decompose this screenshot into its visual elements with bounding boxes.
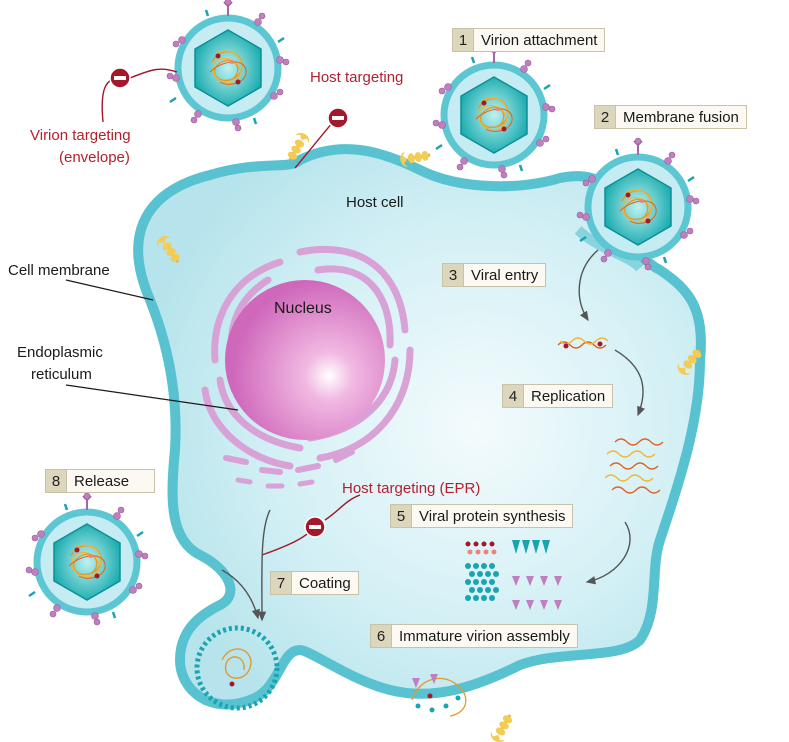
step-number: 8	[46, 470, 67, 492]
nucleus-label: Nucleus	[274, 300, 332, 317]
step-number: 3	[443, 264, 464, 286]
inhibitor-icon	[327, 107, 349, 129]
host-receptor-icon	[486, 709, 519, 742]
coating-vesicle	[194, 625, 280, 711]
immature-virion	[411, 674, 467, 717]
step-label: Immature virion assembly	[399, 627, 570, 645]
inhibitor-icon	[304, 516, 326, 538]
step-number: 2	[595, 106, 616, 128]
er-label-line2: reticulum	[31, 366, 92, 383]
virion-icon-release	[26, 493, 148, 625]
virion-icon-attachment	[433, 46, 555, 178]
nucleus	[225, 280, 385, 440]
replicated-rna	[604, 438, 664, 494]
step-1-virion-attachment: 1 Virion attachment	[452, 28, 606, 52]
step-7-coating: 7 Coating	[270, 571, 359, 595]
step-8-release: 8 Release	[45, 469, 155, 493]
host-targeting-label: Host targeting	[310, 69, 404, 86]
viral-proteins	[465, 540, 562, 610]
step-4-replication: 4 Replication	[502, 384, 614, 408]
step-label: Virion attachment	[481, 31, 598, 49]
virion-targeting-label-line2: (envelope)	[59, 149, 130, 166]
step-label: Replication	[531, 387, 606, 405]
step-label: Viral protein synthesis	[419, 507, 566, 525]
step-number: 6	[371, 625, 392, 647]
step-label: Coating	[299, 574, 351, 592]
host-cell-label: Host cell	[346, 194, 404, 211]
step-number: 4	[503, 385, 524, 407]
host-targeting-epr-label: Host targeting (EPR)	[342, 480, 481, 497]
step-number: 7	[271, 572, 292, 594]
virion-targeting-label-line1: Virion targeting	[30, 127, 131, 144]
viral-rna	[557, 337, 609, 349]
inhibitor-icon	[109, 67, 131, 89]
step-label: Membrane fusion	[623, 108, 739, 126]
cell-membrane-label: Cell membrane	[8, 262, 110, 279]
step-3-viral-entry: 3 Viral entry	[442, 263, 547, 287]
step-number: 5	[391, 505, 412, 527]
er-label-line1: Endoplasmic	[17, 344, 103, 361]
virion-icon-top	[167, 0, 289, 131]
step-number: 1	[453, 29, 474, 51]
step-label: Viral entry	[471, 266, 539, 284]
step-label: Release	[74, 472, 130, 490]
step-5-viral-protein-synthesis: 5 Viral protein synthesis	[390, 504, 574, 528]
step-6-immature-virion-assembly: 6 Immature virion assembly	[370, 624, 578, 648]
step-2-membrane-fusion: 2 Membrane fusion	[594, 105, 747, 129]
